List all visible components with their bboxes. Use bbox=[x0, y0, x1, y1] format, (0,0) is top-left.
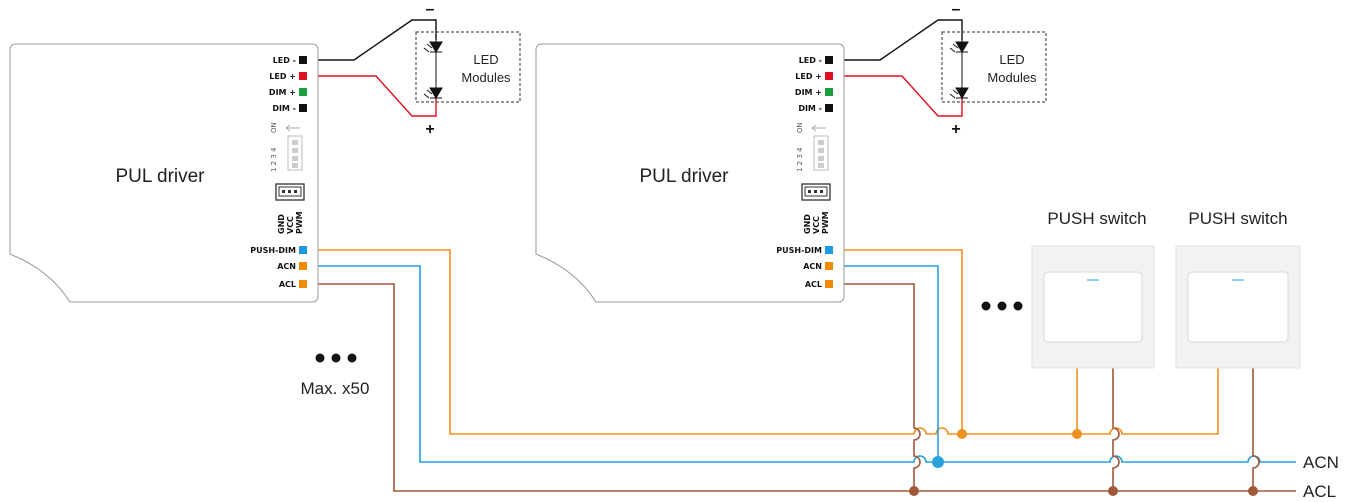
driver-2: PUL driver LED - LED + DIM + DIM - ON 1 … bbox=[535, 43, 845, 303]
led-modules-label-1: LED bbox=[999, 52, 1024, 67]
driver-title: PUL driver bbox=[639, 166, 729, 187]
pin-label-dim-plus: DIM + bbox=[269, 88, 296, 97]
connector-label-gnd: GND bbox=[277, 214, 286, 234]
led-modules-label-1: LED bbox=[473, 52, 498, 67]
pin-label-dim-plus: DIM + bbox=[795, 88, 822, 97]
push-switch-label: PUSH switch bbox=[1188, 209, 1287, 228]
arrow-icon bbox=[811, 124, 826, 132]
pin-acn bbox=[825, 262, 833, 270]
pin-acl bbox=[299, 280, 307, 288]
dip-numbers: 1 2 3 4 bbox=[270, 147, 278, 172]
dip-numbers: 1 2 3 4 bbox=[796, 147, 804, 172]
led-modules-label-2: Modules bbox=[461, 70, 511, 85]
switch-rocker bbox=[1043, 271, 1143, 343]
wire-led-minus-2 bbox=[834, 19, 963, 61]
push-switch-1: PUSH switch bbox=[1031, 209, 1155, 369]
connector-label-vcc: VCC bbox=[812, 216, 821, 234]
pin-led-plus bbox=[299, 72, 307, 80]
pin-dim-plus bbox=[825, 88, 833, 96]
indicator-icon bbox=[1232, 279, 1244, 281]
led-diode-icon bbox=[423, 86, 443, 99]
pin-acl bbox=[825, 280, 833, 288]
max-label: Max. x50 bbox=[301, 379, 370, 398]
pin-label-push-dim: PUSH-DIM bbox=[250, 246, 296, 255]
arrow-icon bbox=[285, 124, 300, 132]
led-modules-2: LED Modules – + bbox=[941, 1, 1047, 138]
junction-brown-2 bbox=[1108, 486, 1118, 496]
connector-label-vcc: VCC bbox=[286, 216, 295, 234]
plus-symbol: + bbox=[951, 121, 960, 138]
pin-label-led-minus: LED - bbox=[799, 56, 822, 65]
dip-on-label: ON bbox=[270, 122, 278, 133]
junction-brown-1 bbox=[909, 486, 919, 496]
pin-dim-minus bbox=[825, 104, 833, 112]
wire-led-minus-1 bbox=[308, 19, 437, 61]
dip-on-label: ON bbox=[796, 122, 804, 133]
pin-dim-minus bbox=[299, 104, 307, 112]
led-modules-box bbox=[941, 31, 1047, 103]
junction-orange-2 bbox=[1072, 429, 1082, 439]
driver-body bbox=[9, 43, 319, 303]
connector: GND VCC PWM bbox=[275, 183, 305, 234]
driver-body bbox=[535, 43, 845, 303]
led-diode-icon bbox=[949, 86, 969, 99]
wire-push-dim-bus bbox=[926, 368, 1219, 435]
pin-dim-plus bbox=[299, 88, 307, 96]
wire-push-dim-2 bbox=[834, 249, 963, 434]
connector: GND VCC PWM bbox=[801, 183, 831, 234]
plus-symbol: + bbox=[425, 121, 434, 138]
minus-symbol: – bbox=[426, 1, 435, 18]
pin-led-plus bbox=[825, 72, 833, 80]
wire-acl-1 bbox=[308, 283, 1296, 492]
driver-1: PUL driver LED - LED + DIM + DIM - ON 1 … bbox=[9, 43, 319, 303]
wire-push-dim-1 bbox=[308, 249, 914, 435]
wire-acn-2 bbox=[834, 265, 939, 462]
junction-brown-3 bbox=[1248, 486, 1258, 496]
connector-label-pwm: PWM bbox=[295, 211, 304, 234]
pin-label-push-dim: PUSH-DIM bbox=[776, 246, 822, 255]
wire-switch1-brown bbox=[1112, 368, 1120, 491]
led-modules-label-2: Modules bbox=[987, 70, 1037, 85]
led-modules-1: LED Modules – + bbox=[415, 1, 521, 138]
wire-led-plus-1 bbox=[308, 75, 437, 117]
pin-label-dim-minus: DIM - bbox=[798, 104, 822, 113]
pin-label-led-minus: LED - bbox=[273, 56, 296, 65]
pin-label-led-plus: LED + bbox=[269, 72, 296, 81]
wire-switch2-brown bbox=[1252, 368, 1260, 491]
pin-led-minus bbox=[825, 56, 833, 64]
pin-label-acn: ACN bbox=[803, 262, 822, 271]
led-diode-icon bbox=[949, 40, 969, 53]
pin-label-acl: ACL bbox=[805, 280, 822, 289]
wire-push-dim-jump-1 bbox=[913, 427, 927, 435]
pin-led-minus bbox=[299, 56, 307, 64]
junction-blue-1 bbox=[932, 456, 944, 468]
driver-title: PUL driver bbox=[115, 166, 205, 187]
led-modules-box bbox=[415, 31, 521, 103]
connector-label-pwm: PWM bbox=[821, 211, 830, 234]
minus-symbol: – bbox=[952, 1, 961, 18]
push-switch-label: PUSH switch bbox=[1047, 209, 1146, 228]
pin-push-dim bbox=[825, 246, 833, 254]
pin-label-acn: ACN bbox=[277, 262, 296, 271]
dip-switch: ON 1 2 3 4 bbox=[270, 122, 303, 172]
ellipsis-icon bbox=[315, 353, 357, 363]
junction-orange-1 bbox=[957, 429, 967, 439]
switch-rocker bbox=[1187, 271, 1289, 343]
pin-push-dim bbox=[299, 246, 307, 254]
wire-acl-2 bbox=[834, 283, 921, 491]
push-switch-2: PUSH switch bbox=[1175, 209, 1301, 369]
pin-label-dim-minus: DIM - bbox=[272, 104, 296, 113]
bus-label-acl: ACL bbox=[1303, 482, 1336, 501]
wire-led-plus-2 bbox=[834, 75, 963, 117]
bus-label-acn: ACN bbox=[1303, 453, 1339, 472]
connector-label-gnd: GND bbox=[803, 214, 812, 234]
ellipsis-icon bbox=[981, 301, 1023, 311]
pin-label-acl: ACL bbox=[279, 280, 296, 289]
dip-switch: ON 1 2 3 4 bbox=[796, 122, 829, 172]
led-diode-icon bbox=[423, 40, 443, 53]
pin-label-led-plus: LED + bbox=[795, 72, 822, 81]
indicator-icon bbox=[1087, 279, 1099, 281]
pin-acn bbox=[299, 262, 307, 270]
